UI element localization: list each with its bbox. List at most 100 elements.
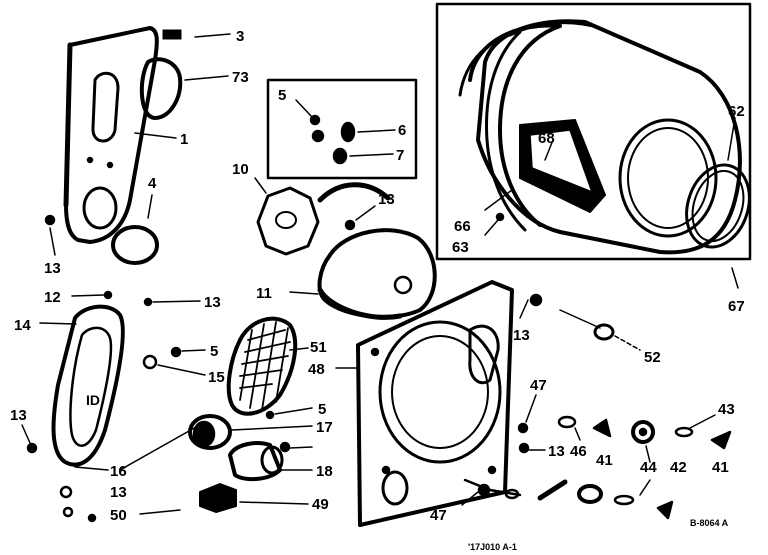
callout-13e: 13: [513, 327, 530, 344]
hardware-group: [463, 309, 732, 520]
callout-42: 42: [670, 459, 687, 476]
leader-63: [484, 219, 499, 236]
leader-44: [645, 445, 651, 463]
leader-51: [289, 347, 309, 351]
motor-17: [188, 414, 232, 450]
callout-3: 3: [236, 28, 244, 45]
lint-screen-mesh: [239, 321, 291, 411]
callout-44: 44: [640, 459, 657, 476]
callout-16: 16: [110, 463, 127, 480]
part-42-bolt: [613, 494, 635, 506]
callout-51: 51: [310, 339, 327, 356]
callout-66: 66: [454, 218, 471, 235]
bulkhead-screw-b: [381, 465, 391, 475]
motor-18-end: [260, 445, 284, 475]
bulkhead-edge: [63, 42, 73, 208]
idler-pulley: [477, 483, 491, 497]
front-bulkhead-group: [335, 280, 543, 527]
callout-62: 62: [728, 103, 745, 120]
drum-inset-frame: [435, 2, 752, 261]
leader-10: [254, 177, 267, 194]
spring-42: [537, 479, 568, 501]
switch-49: [199, 483, 237, 513]
callout-68: 68: [538, 130, 555, 147]
front-bulkhead-port: [381, 470, 409, 506]
roller-7: [332, 147, 348, 165]
screw-13f: [529, 293, 543, 307]
front-panel-inner: [69, 326, 113, 447]
drum-seal-ring: [685, 163, 751, 249]
leader-6: [357, 129, 396, 133]
lint-motor-group: [119, 316, 313, 513]
leader-13f: [519, 299, 529, 319]
washer-5a: [309, 114, 321, 126]
screw-13h: [518, 442, 530, 454]
leader-5b: [181, 349, 206, 352]
leader-4: [147, 194, 153, 219]
leader-42: [639, 479, 651, 496]
part-41b-clip: [710, 430, 732, 450]
callout-67: 67: [728, 298, 745, 315]
roller-44-hub: [638, 427, 648, 437]
leader-67: [731, 267, 739, 289]
bulkhead-hole-2: [106, 161, 114, 169]
screw-13c: [143, 297, 153, 307]
front-panel-mark: ID: [86, 392, 100, 408]
bulkhead-port: [82, 186, 118, 230]
roller-kit-group: [266, 78, 418, 180]
drum-opening: [618, 118, 718, 238]
callout-17: 17: [316, 419, 333, 436]
callout-12: 12: [44, 289, 61, 306]
callout-13b: 13: [378, 191, 395, 208]
leader-47a: [525, 394, 537, 423]
leader-43: [689, 414, 716, 429]
front-bulkhead-48: [356, 280, 514, 527]
callout-15: 15: [208, 369, 225, 386]
callout-49: 49: [312, 496, 329, 513]
blower-wheel-10: [256, 186, 320, 256]
idler-link: [504, 488, 520, 500]
clip-3: [162, 29, 182, 40]
callout-1: 1: [180, 131, 188, 148]
callout-13f: 13: [548, 443, 565, 460]
callout-14: 14: [14, 317, 31, 334]
front-panel-14: [51, 304, 125, 467]
rear-bulkhead: [64, 26, 159, 244]
part-41c: [656, 500, 674, 520]
callout-11: 11: [256, 285, 272, 302]
bulkhead-screw-a: [370, 347, 380, 357]
blower-group: [254, 177, 437, 320]
callout-13a: 13: [44, 260, 61, 277]
part-43-screw: [674, 426, 694, 438]
callout-46: 46: [570, 443, 587, 460]
seal-4: [111, 225, 159, 265]
callout-4: 4: [148, 175, 157, 192]
leader-16: [74, 466, 109, 471]
drum-group: [435, 2, 752, 261]
leader-73: [184, 75, 229, 81]
callout-18: 18: [316, 463, 333, 480]
blower-center: [393, 275, 413, 295]
leader-3: [194, 33, 231, 38]
callout-73: 73: [232, 69, 249, 86]
leader-15: [157, 364, 206, 376]
rear-bulkhead-group: [44, 26, 231, 265]
leader-17: [231, 425, 313, 431]
callout-5c: 5: [318, 401, 326, 418]
screw-13a: [44, 214, 56, 226]
callout-47a: 47: [530, 377, 547, 394]
leader-14: [39, 322, 77, 325]
bulkhead-slot: [91, 71, 120, 143]
callout-13d: 13: [10, 407, 27, 424]
leader-13b: [355, 205, 376, 221]
bulkhead-hole-1: [86, 156, 94, 164]
leader-13a: [49, 227, 56, 256]
bulkhead-screw-c: [487, 465, 497, 475]
roller-44: [631, 420, 655, 444]
lint-screen-51: [226, 316, 298, 416]
leader-11: [289, 291, 319, 295]
leader-50: [139, 509, 181, 515]
front-bulkhead-vent: [468, 324, 500, 385]
callout-41a: 41: [596, 452, 613, 469]
front-bulkhead-opening: [378, 320, 502, 464]
